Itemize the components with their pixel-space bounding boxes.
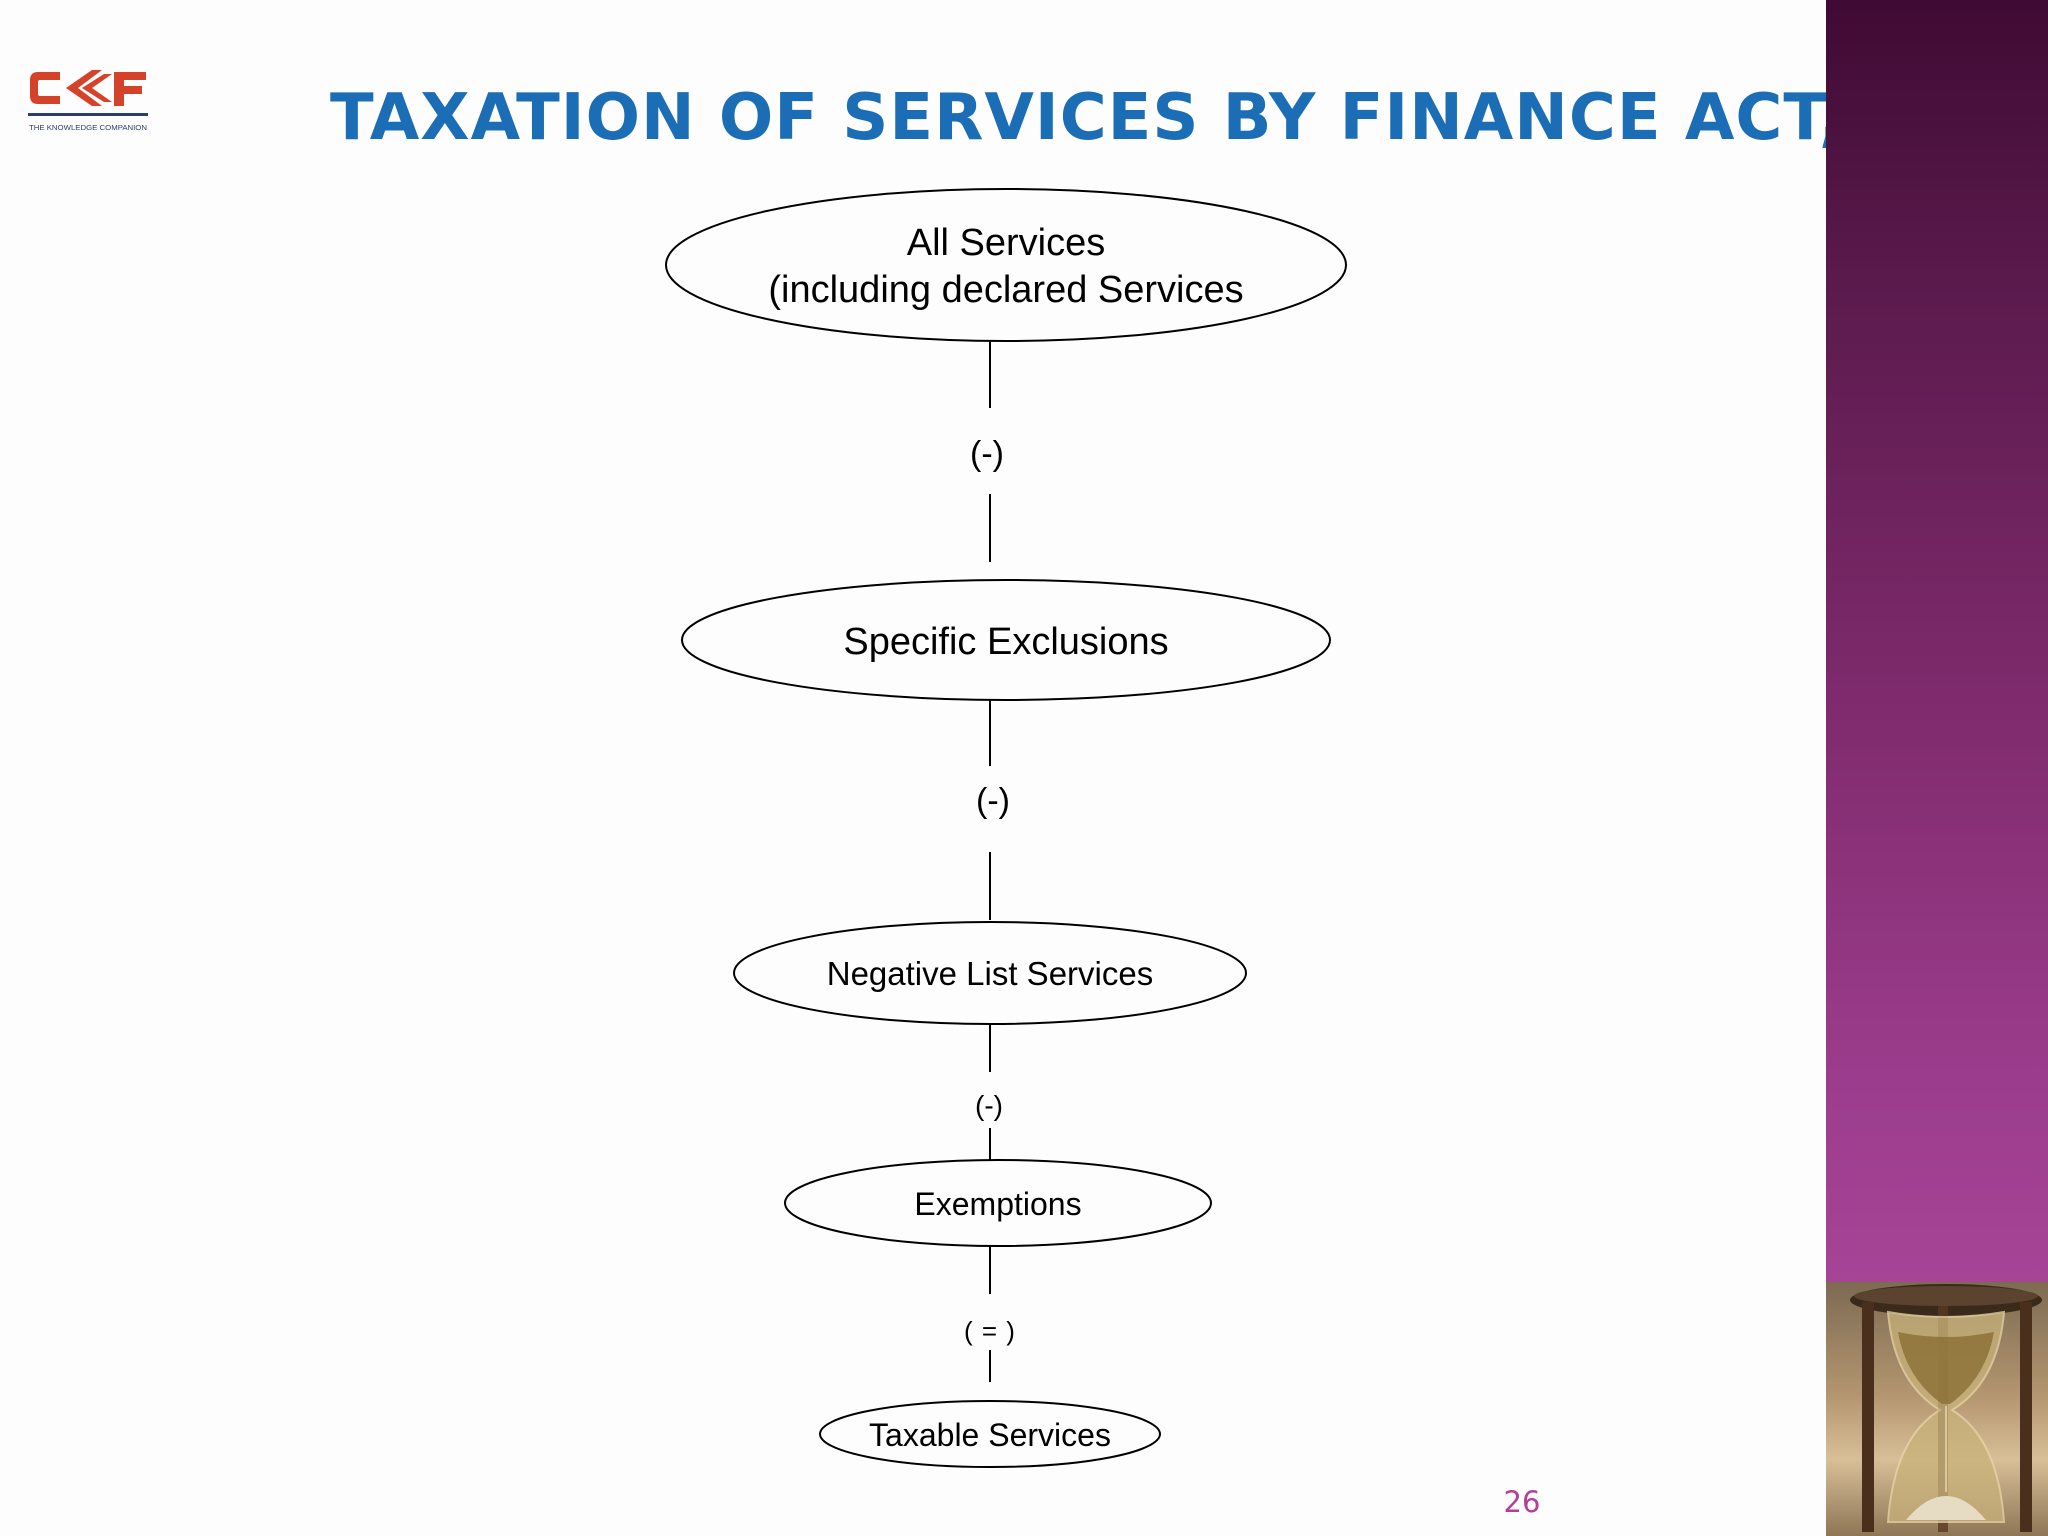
logo-c-mark	[30, 72, 60, 104]
slide-title: TAXATION OF SERVICES BY FINANCE ACT, 201…	[330, 81, 2048, 155]
node-negative-list-label: Negative List Services	[827, 955, 1153, 992]
node-all-services-line2: (including declared Services	[768, 269, 1243, 311]
operator-minus-2: (-)	[976, 782, 1010, 820]
logo-underline	[28, 113, 148, 116]
operator-minus-3: (-)	[975, 1090, 1003, 1121]
node-taxable-services-label: Taxable Services	[869, 1417, 1111, 1453]
node-exemptions	[784, 1159, 1212, 1247]
ckf-logo: THE KNOWLEDGE COMPANION	[28, 70, 148, 132]
node-negative-list	[733, 921, 1247, 1025]
logo-f-mark	[114, 72, 146, 106]
hourglass-icon	[1850, 1284, 2042, 1532]
operator-minus-1: (-)	[970, 435, 1004, 473]
operator-equals: ( = )	[964, 1316, 1016, 1346]
node-exemptions-label: Exemptions	[914, 1186, 1081, 1222]
node-all-services-line1: All Services	[907, 222, 1106, 264]
node-specific-exclusions	[681, 579, 1331, 701]
logo-k-mark	[66, 70, 112, 106]
hourglass-image	[1826, 1282, 2048, 1536]
node-all-services	[665, 188, 1347, 342]
node-taxable-services	[819, 1400, 1161, 1468]
decorative-side-band	[1826, 0, 2048, 1536]
logo-tagline: THE KNOWLEDGE COMPANION	[29, 123, 147, 132]
node-specific-exclusions-label: Specific Exclusions	[843, 621, 1168, 663]
page-number: 26	[1503, 1485, 1541, 1519]
